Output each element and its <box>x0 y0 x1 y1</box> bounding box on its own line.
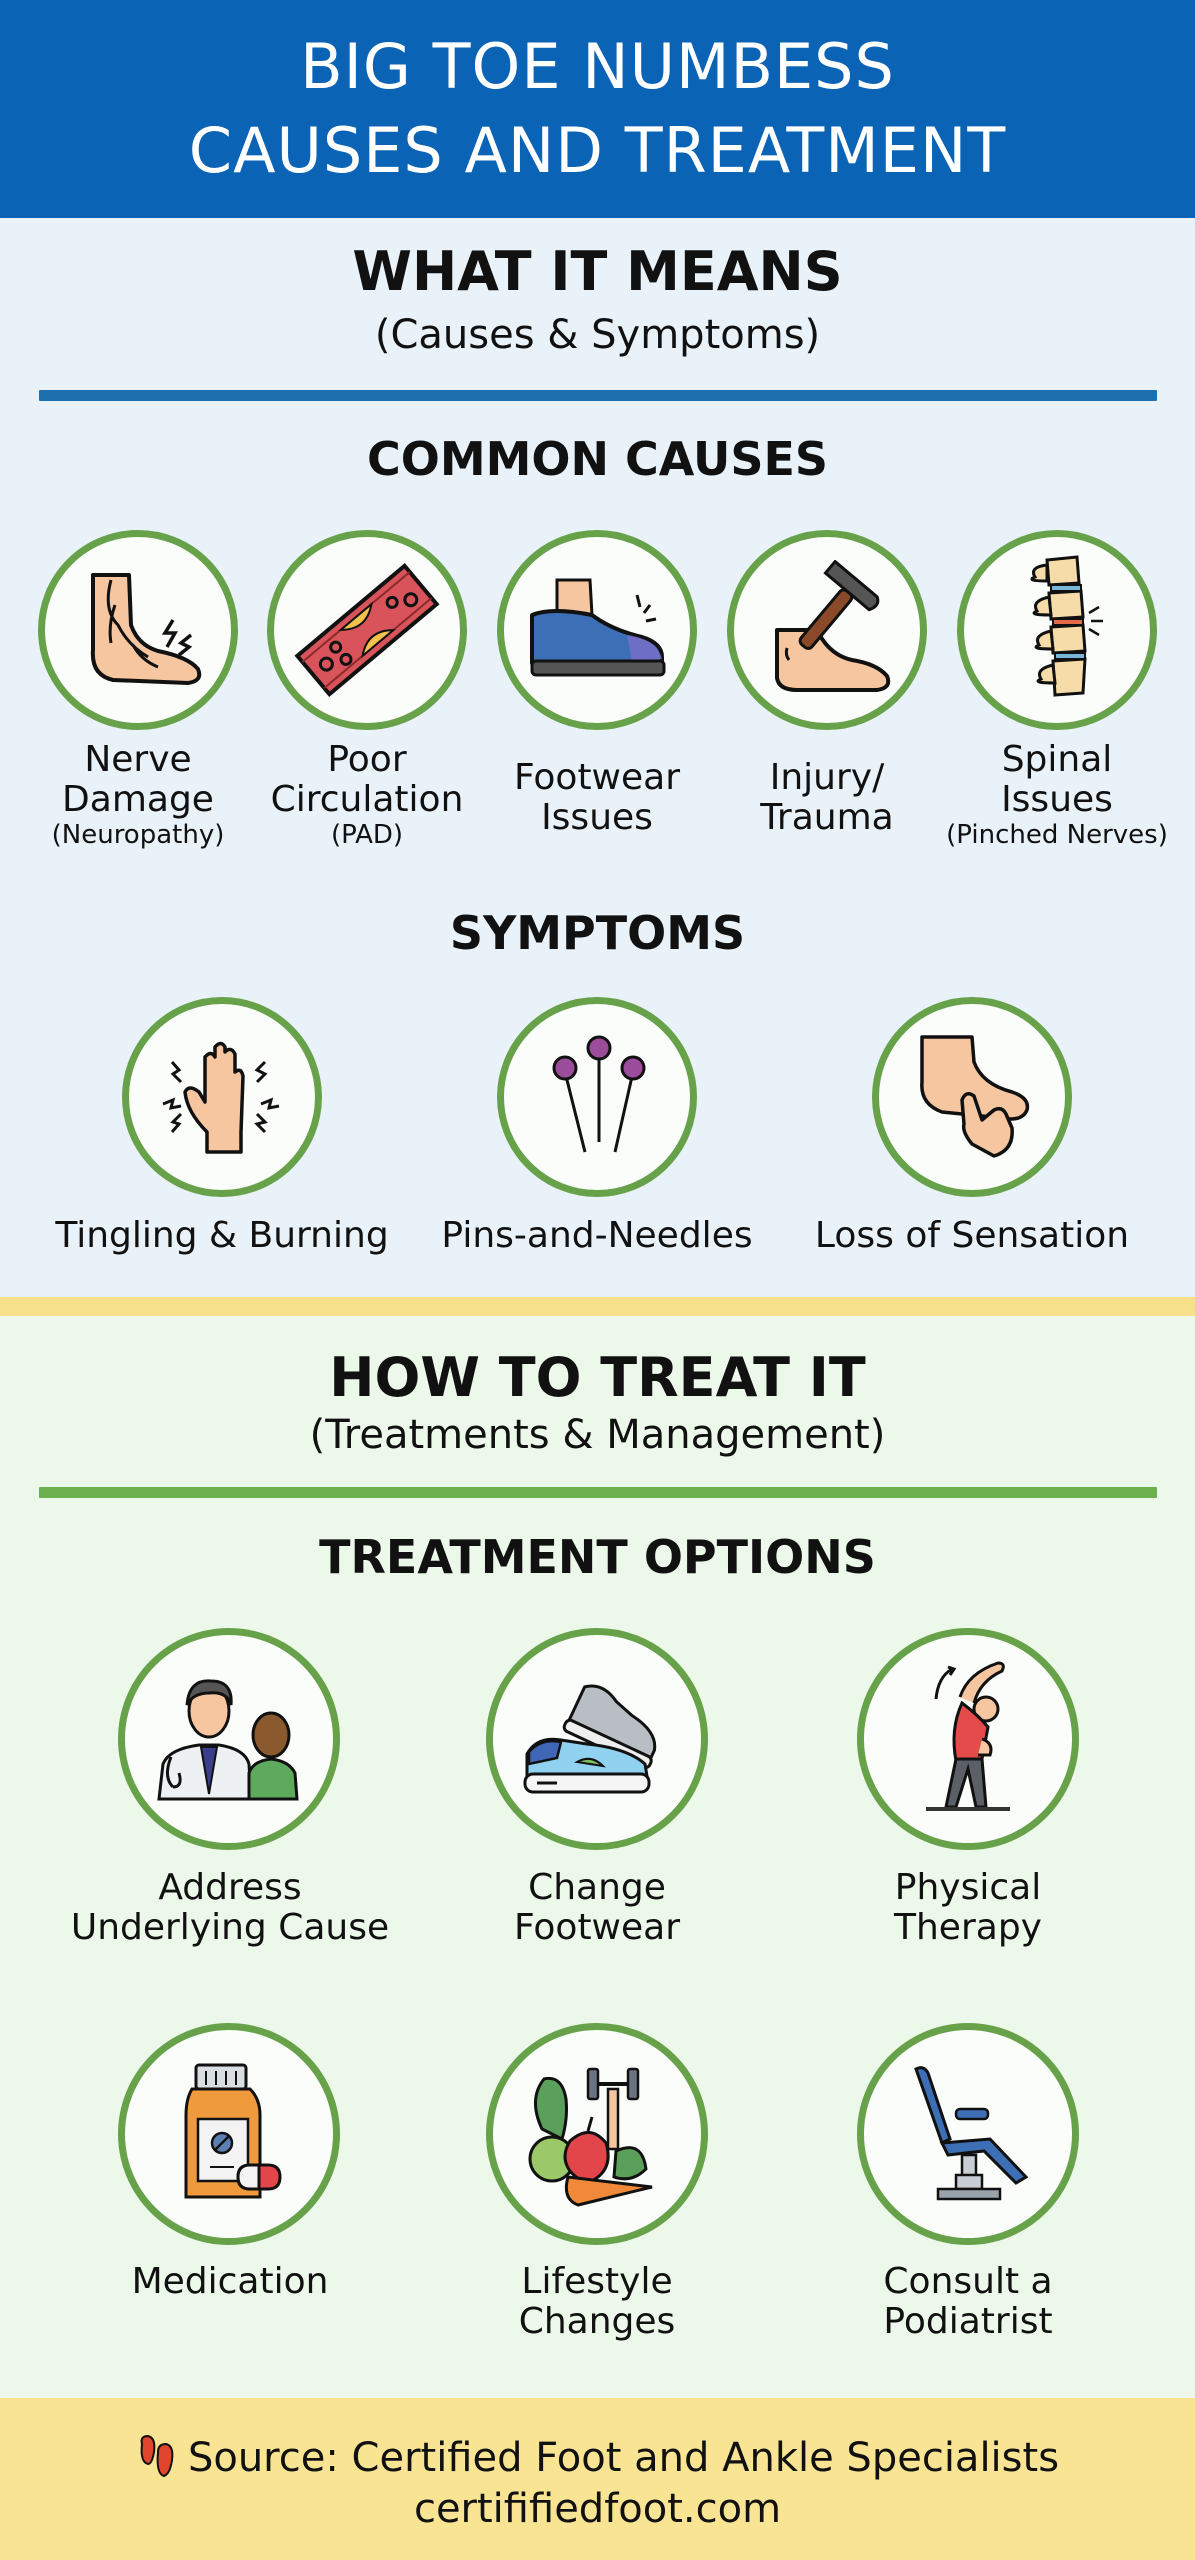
sneakers-icon <box>523 1684 657 1794</box>
cause-label-sub: (Pinched Nerves) <box>946 819 1168 850</box>
treatment-label-line1: Address <box>158 1867 302 1908</box>
treatment-label-medication: Medication <box>40 2261 420 2302</box>
cause-label-sub: (PAD) <box>330 819 404 850</box>
treatment-circle-address-cause <box>118 1628 340 1850</box>
cause-label-line1: Injury/ <box>769 757 885 798</box>
symptom-label-loss-of-sensation: Loss of Sensation <box>814 1215 1130 1256</box>
treatment-label-line2: Underlying Cause <box>70 1907 390 1949</box>
header-banner: BIG TOE NUMBESS CAUSES AND TREATMENT <box>0 0 1195 218</box>
heading-symptoms: SYMPTOMS <box>449 906 746 960</box>
doctor-patient-icon <box>157 1679 299 1801</box>
stretching-person-icon <box>926 1661 1010 1811</box>
symptom-label-tingling: Tingling & Burning <box>55 1215 389 1256</box>
page-title-line-2: CAUSES AND TREATMENT <box>188 114 1007 187</box>
tingling-hand-icon <box>162 1041 280 1154</box>
symptom-circle-loss-of-sensation <box>872 997 1072 1197</box>
treatment-label-line1: Consult a <box>883 2261 1053 2302</box>
footer-source: Source: Certified Foot and Ankle Special… <box>0 2398 1195 2560</box>
cause-label-sub: (Neuropathy) <box>51 819 225 850</box>
footer-source-text: Source: Certified Foot and Ankle Special… <box>187 2435 1060 2481</box>
tight-shoe-icon <box>530 578 666 677</box>
section-subtitle-what: (Causes & Symptoms) <box>374 312 821 358</box>
cause-label-line2: Trauma <box>760 797 894 839</box>
treatment-label-podiatrist: Consult a Podiatrist <box>778 2261 1158 2343</box>
symptom-circle-tingling <box>122 997 322 1197</box>
foot-nerve-icon <box>90 573 202 685</box>
cause-label-line1: Nerve <box>84 739 192 780</box>
cause-circle-nerve-damage <box>38 530 238 730</box>
symptom-label-pins: Pins-and-Needles <box>441 1215 753 1256</box>
spine-icon <box>1030 555 1103 697</box>
section-separator-band <box>0 1297 1195 1316</box>
podiatry-chair-icon <box>914 2066 1029 2201</box>
treatment-label-line1: Physical <box>894 1867 1042 1908</box>
cause-label-line2: Issues <box>1001 779 1113 821</box>
cause-circle-injury <box>727 530 927 730</box>
treatment-label-line2: Podiatrist <box>883 2301 1053 2343</box>
cause-label-poor-circulation: Poor Circulation (PAD) <box>242 739 492 850</box>
heading-treatment-options: TREATMENT OPTIONS <box>319 1530 876 1584</box>
symptom-circle-pins <box>497 997 697 1197</box>
cause-label-line2: Damage <box>62 779 214 821</box>
pins-icon <box>552 1035 646 1153</box>
footer-url[interactable]: certififiedfoot.com <box>413 2486 782 2532</box>
heading-common-causes: COMMON CAUSES <box>366 432 828 486</box>
treatment-label-line1: Change <box>528 1867 666 1908</box>
treatment-circle-medication <box>118 2023 340 2245</box>
footer-source-line: Source: Certified Foot and Ankle Special… <box>0 2434 1195 2482</box>
section-subtitle-treat: (Treatments & Management) <box>309 1412 886 1458</box>
divider-blue <box>39 390 1157 401</box>
cause-label-line2: Issues <box>541 797 653 839</box>
hammer-foot-icon <box>775 560 891 692</box>
cause-label-spinal: Spinal Issues (Pinched Nerves) <box>922 739 1192 850</box>
treatment-circle-podiatrist <box>857 2023 1079 2245</box>
treatment-label-change-footwear: Change Footwear <box>407 1867 787 1949</box>
treatment-label-line2: Therapy <box>894 1907 1042 1949</box>
treatment-circle-change-footwear <box>486 1628 708 1850</box>
treatment-circle-physical-therapy <box>857 1628 1079 1850</box>
treatment-circle-lifestyle <box>486 2023 708 2245</box>
artery-plaque-icon <box>294 563 440 697</box>
treatment-label-lifestyle: Lifestyle Changes <box>407 2261 787 2343</box>
section-title-treat: HOW TO TREAT IT <box>329 1346 866 1409</box>
cause-label-line1: Poor <box>327 739 407 780</box>
treatment-label-line1: Medication <box>131 2261 329 2302</box>
pill-bottle-icon <box>184 2063 282 2199</box>
healthy-food-dumbbell-icon <box>528 2067 653 2207</box>
cause-label-line2: Circulation <box>270 779 464 821</box>
treatment-label-line2: Changes <box>518 2301 676 2343</box>
treatment-label-line1: Lifestyle <box>521 2261 673 2302</box>
cause-circle-footwear <box>497 530 697 730</box>
cause-circle-poor-circulation <box>267 530 467 730</box>
page-title-line-1: BIG TOE NUMBESS <box>300 30 895 103</box>
cause-label-footwear: Footwear Issues <box>472 757 722 839</box>
cause-label-line1: Footwear <box>513 757 681 798</box>
cause-label-injury: Injury/ Trauma <box>702 757 952 839</box>
treatment-label-physical-therapy: Physical Therapy <box>778 1867 1158 1949</box>
cause-circle-spinal <box>957 530 1157 730</box>
footprints-icon <box>140 2434 174 2478</box>
cause-label-line1: Spinal <box>1001 739 1113 780</box>
section-title-what: WHAT IT MEANS <box>352 240 843 303</box>
cause-label-nerve-damage: Nerve Damage (Neuropathy) <box>18 739 258 850</box>
divider-green <box>39 1487 1157 1498</box>
treatment-label-address-cause: Address Underlying Cause <box>40 1867 420 1949</box>
treatment-label-line2: Footwear <box>513 1907 681 1949</box>
foot-touch-icon <box>920 1035 1030 1158</box>
